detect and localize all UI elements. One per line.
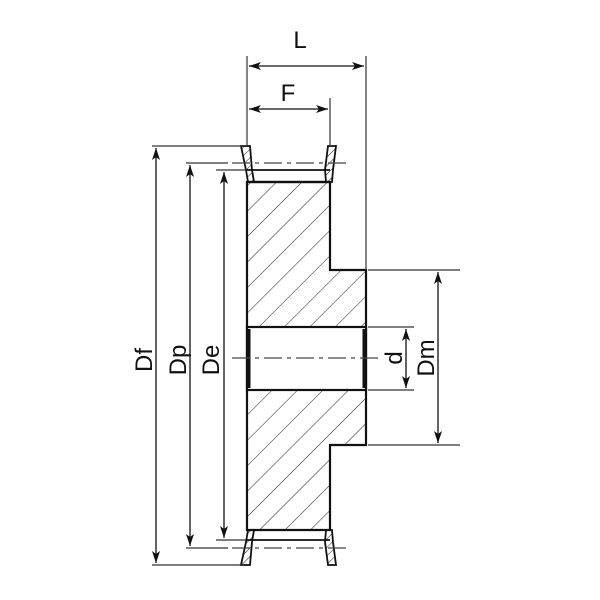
label-d: d bbox=[381, 351, 408, 364]
label-F: F bbox=[281, 80, 296, 107]
pulley-body-section bbox=[245, 180, 368, 532]
centerlines bbox=[232, 162, 378, 549]
extension-lines bbox=[152, 56, 460, 566]
label-De: De bbox=[198, 345, 225, 376]
label-Dm: Dm bbox=[413, 339, 440, 376]
label-Dp: Dp bbox=[165, 345, 192, 376]
top-flange bbox=[239, 145, 338, 184]
label-Df: Df bbox=[131, 348, 158, 372]
label-L: L bbox=[293, 27, 306, 54]
dimension-lines bbox=[152, 62, 442, 563]
